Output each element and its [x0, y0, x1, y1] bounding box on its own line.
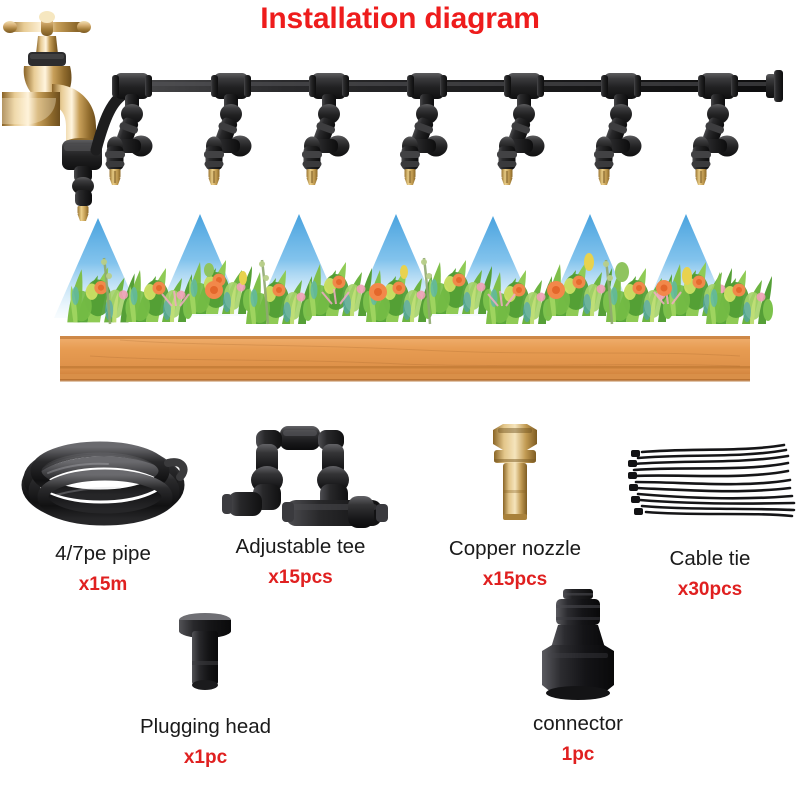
garden-plants [67, 253, 773, 325]
product-name: Adjustable tee [235, 535, 366, 558]
line-end-plugging-head [766, 70, 783, 102]
product-qty: x15m [78, 573, 128, 595]
product-qty: x1pc [183, 746, 228, 768]
product-pipe: 4/7pe pipe x15m [8, 425, 198, 595]
brass-faucet [2, 11, 97, 148]
adjustable-tee-fittings-icon [222, 426, 388, 528]
product-name: Plugging head [139, 715, 272, 738]
product-tee: Adjustable tee x15pcs [198, 418, 403, 588]
product-name: Cable tie [669, 547, 751, 570]
product-name: 4/7pe pipe [55, 542, 151, 565]
product-name: connector [532, 712, 624, 735]
product-qty: x30pcs [677, 578, 743, 600]
product-qty: 1pc [561, 743, 595, 765]
product-qty: x15pcs [482, 568, 548, 590]
black-plugging-head-icon [179, 613, 231, 690]
installation-diagram [2, 11, 783, 382]
product-name: Copper nozzle [448, 537, 582, 560]
product-plugging-head: Plugging head x1pc [108, 608, 303, 768]
product-nozzle: Copper nozzle x15pcs [405, 420, 625, 590]
coiled-pe-hose-icon [21, 441, 188, 526]
product-connector: connector 1pc [468, 585, 688, 765]
page-title: Installation diagram [260, 2, 540, 35]
product-qty: x15pcs [268, 566, 333, 588]
product-cable-tie: Cable tie x30pcs [620, 430, 800, 600]
brass-misting-nozzle-icon [493, 424, 537, 520]
black-cable-tie-bundle-icon [628, 443, 796, 518]
wooden-planter-box [60, 336, 750, 382]
black-tap-connector-icon [542, 589, 614, 700]
